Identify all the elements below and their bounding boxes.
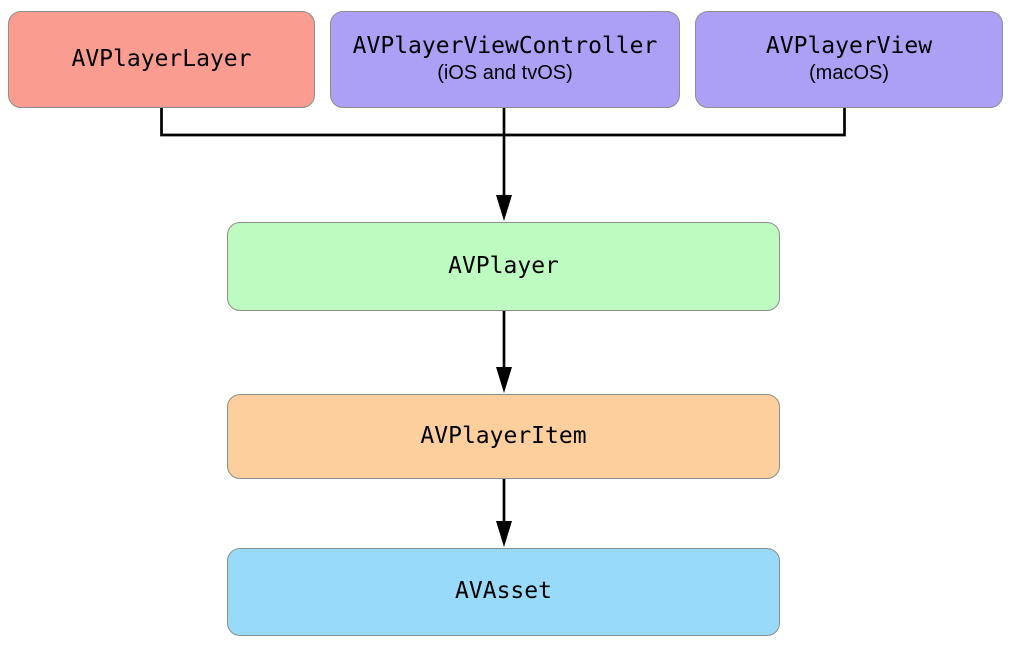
node-avplayeritem: AVPlayerItem — [227, 394, 780, 479]
node-label: AVPlayerView — [765, 33, 933, 60]
node-avplayer: AVPlayer — [227, 222, 780, 311]
arrowhead-icon — [496, 367, 512, 393]
node-avplayerview: AVPlayerView (macOS) — [695, 11, 1003, 108]
node-label: AVPlayerLayer — [71, 45, 252, 72]
node-label: AVPlayerItem — [420, 422, 587, 449]
arrowhead-icon — [496, 521, 512, 547]
node-avplayerlayer: AVPlayerLayer — [8, 11, 315, 108]
node-sublabel: (macOS) — [809, 61, 889, 84]
node-sublabel: (iOS and tvOS) — [437, 61, 573, 84]
node-label: AVPlayer — [448, 252, 559, 279]
node-avasset: AVAsset — [227, 548, 780, 636]
node-label: AVPlayerViewController — [352, 33, 658, 60]
node-label: AVAsset — [455, 578, 552, 605]
arrowhead-icon — [496, 195, 512, 221]
node-avplayerviewcontroller: AVPlayerViewController (iOS and tvOS) — [330, 11, 680, 108]
